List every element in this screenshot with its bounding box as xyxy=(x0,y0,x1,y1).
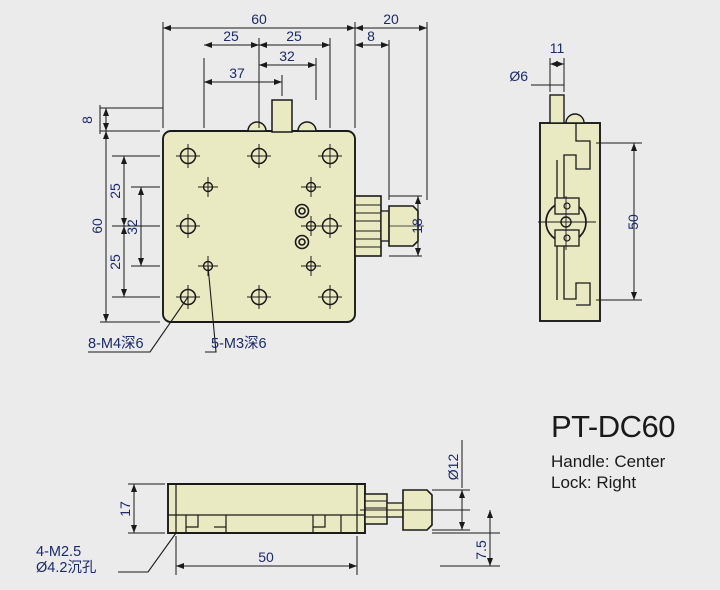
dim-knob-width-18: 18 xyxy=(409,218,425,234)
m3-hole xyxy=(301,177,321,197)
dim-extension-20: 20 xyxy=(383,11,399,27)
m4-hole xyxy=(176,214,200,238)
dim-body-height-50: 50 xyxy=(625,214,641,230)
dim-pitch-right-25: 25 xyxy=(286,28,302,44)
m4-hole xyxy=(176,144,200,168)
dim-pitch-left-25: 25 xyxy=(223,28,239,44)
dim-span-37: 37 xyxy=(229,65,245,81)
m4-hole xyxy=(318,214,342,238)
side-view-post xyxy=(549,94,565,124)
dim-base-length-50: 50 xyxy=(258,549,274,565)
top-view-knob-group xyxy=(354,195,424,257)
top-view-knurl xyxy=(354,195,382,257)
front-view: 17 50 Ø12 7.5 4-M2.5 Ø4.2沉孔 xyxy=(36,440,500,576)
dim-post-diameter-6: Ø6 xyxy=(509,68,528,84)
dim-width-60: 60 xyxy=(251,11,267,27)
product-model-label: PT-DC60 xyxy=(551,409,675,444)
product-lock-label: Lock: Right xyxy=(551,473,637,492)
top-view: 60 20 25 25 32 37 8 18 60 25 25 32 8 8-M… xyxy=(79,11,428,353)
dim-knob-offset-8: 8 xyxy=(367,28,375,44)
top-view-post xyxy=(271,99,293,133)
dim-height-60: 60 xyxy=(89,218,105,234)
side-view-dimensions xyxy=(531,58,642,301)
side-view-bearing xyxy=(538,196,596,250)
front-view-body xyxy=(167,483,366,534)
top-view-dimension-labels: 60 20 25 25 32 37 8 18 60 25 25 32 8 xyxy=(79,11,425,270)
m3-hole xyxy=(198,177,218,197)
dim-post-width-11: 11 xyxy=(550,40,565,56)
dim-span-32h: 32 xyxy=(279,48,295,64)
m4-hole xyxy=(247,285,271,309)
side-view: 11 Ø6 50 xyxy=(509,40,642,322)
top-view-pivot-circles xyxy=(294,203,310,250)
top-view-callouts xyxy=(88,265,217,353)
top-view-knob-neck xyxy=(380,210,390,242)
dim-offset-8-left: 8 xyxy=(79,116,95,124)
m3-hole xyxy=(301,256,321,276)
m4-hole xyxy=(318,285,342,309)
dim-axis-height-7-5: 7.5 xyxy=(473,540,489,560)
dim-knob-diameter-12: Ø12 xyxy=(445,454,461,481)
front-view-detail xyxy=(168,484,365,533)
top-view-m3-holes xyxy=(198,177,321,276)
m3-hole xyxy=(301,216,321,236)
m4-hole xyxy=(247,144,271,168)
callout-m25-line2: Ø4.2沉孔 xyxy=(36,559,97,576)
callout-m4: 8-M4深6 xyxy=(88,335,144,352)
dim-thickness-17: 17 xyxy=(117,501,133,517)
side-view-bump xyxy=(565,113,585,124)
top-view-dimensions xyxy=(99,22,428,323)
m4-hole xyxy=(318,144,342,168)
callout-m3: 5-M3深6 xyxy=(211,335,267,352)
dim-pitch-top-25: 25 xyxy=(107,183,123,199)
front-view-knob-group xyxy=(360,489,470,531)
top-view-bump-left xyxy=(247,121,267,132)
product-handle-label: Handle: Center xyxy=(551,452,666,471)
front-view-dimensions xyxy=(118,440,500,575)
callout-m25-line1: 4-M2.5 xyxy=(36,544,81,560)
dim-span-32v: 32 xyxy=(124,219,140,235)
top-view-m4-holes xyxy=(176,144,342,309)
top-view-post-group xyxy=(247,99,317,133)
top-view-knurl-teeth xyxy=(355,204,381,248)
dim-pitch-bottom-25: 25 xyxy=(107,254,123,270)
top-view-bump-right xyxy=(297,121,317,132)
